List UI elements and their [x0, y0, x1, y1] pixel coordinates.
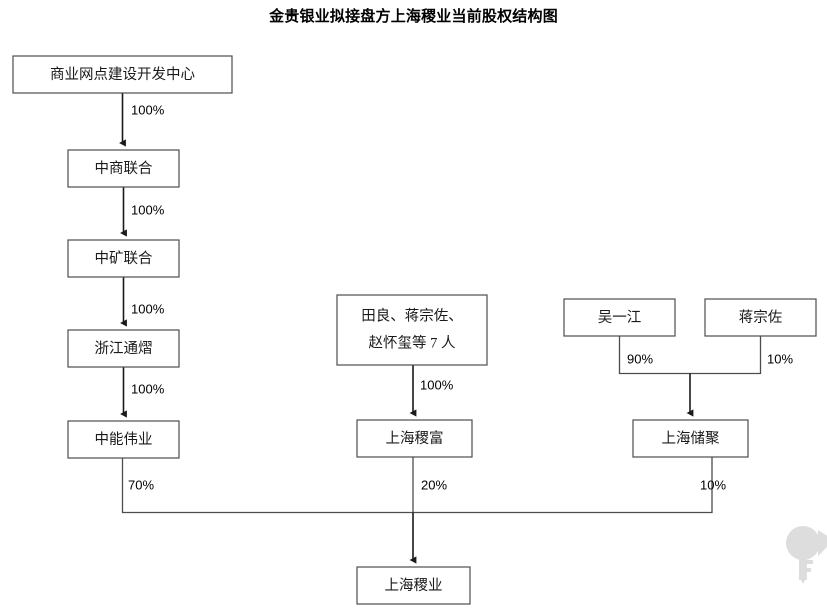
node-box-n5[interactable] — [67, 420, 180, 459]
node-box-n10[interactable] — [632, 419, 749, 458]
node-label-n8: 蒋宗佐 — [739, 309, 783, 326]
node-n2[interactable]: 中商联合 — [67, 149, 180, 188]
node-n11[interactable]: 上海稷业 — [356, 566, 471, 605]
node-label-n9: 上海稷富 — [386, 429, 444, 447]
edge-label-group: 100% 100% 100% 100% 100% 90% 10% 70% 20%… — [128, 102, 793, 492]
node-label-n6-line2: 赵怀玺等 7 人 — [369, 333, 456, 351]
node-label-n5: 中能伟业 — [95, 431, 153, 448]
node-n9[interactable]: 上海稷富 — [356, 419, 473, 458]
node-n4[interactable]: 浙江通熠 — [67, 329, 180, 368]
edge-group-left-chain — [119, 93, 127, 418]
edge-label-n4-n5: 100% — [131, 381, 165, 396]
edge-label-n3-n4: 100% — [131, 301, 165, 316]
node-box-n7[interactable] — [563, 298, 676, 337]
edge-label-n5-n11: 70% — [128, 477, 154, 492]
node-box-n8[interactable] — [704, 298, 817, 337]
edge-label-n7-n10: 90% — [627, 351, 653, 366]
key-icon — [786, 526, 827, 584]
node-n8[interactable]: 蒋宗佐 — [704, 298, 817, 337]
node-label-n6-line1: 田良、蒋宗佐、 — [361, 307, 463, 324]
edge-label-n10-n11: 10% — [700, 477, 726, 492]
node-box-n9[interactable] — [356, 419, 473, 458]
node-box-n3[interactable] — [67, 239, 180, 278]
node-n6[interactable]: 田良、蒋宗佐、 赵怀玺等 7 人 — [336, 294, 488, 366]
node-label-n3: 中矿联合 — [95, 250, 153, 267]
edge-label-n1-n2: 100% — [131, 102, 165, 117]
node-label-n4: 浙江通熠 — [95, 340, 153, 357]
node-label-n2: 中商联合 — [95, 160, 153, 177]
node-n5[interactable]: 中能伟业 — [67, 420, 180, 459]
node-label-n1: 商业网点建设开发中心 — [50, 66, 195, 83]
edge-label-n9-n11: 20% — [421, 477, 447, 492]
node-n10[interactable]: 上海储聚 — [632, 419, 749, 458]
node-box-n2[interactable] — [67, 149, 180, 188]
node-n3[interactable]: 中矿联合 — [67, 239, 180, 278]
node-label-n11: 上海稷业 — [385, 577, 443, 594]
node-box-n4[interactable] — [67, 329, 180, 368]
edge-label-n8-n10: 10% — [767, 351, 793, 366]
node-box-n11[interactable] — [356, 566, 471, 605]
page-title: 金贵银业拟接盘方上海稷业当前股权结构图 — [269, 9, 558, 25]
node-n7[interactable]: 吴一江 — [563, 298, 676, 337]
node-label-n7: 吴一江 — [598, 309, 642, 326]
edge-label-n2-n3: 100% — [131, 202, 165, 217]
node-n1[interactable]: 商业网点建设开发中心 — [12, 55, 233, 94]
edge-group-bottom-bus — [121, 457, 713, 564]
node-box-n6[interactable] — [336, 294, 488, 366]
edge-group-right-junction — [618, 336, 762, 417]
edge-bottom-busbar — [121, 457, 713, 514]
edge-label-n6-n9: 100% — [420, 377, 454, 392]
node-box-n1[interactable] — [12, 55, 233, 94]
node-label-n10: 上海储聚 — [662, 430, 720, 447]
